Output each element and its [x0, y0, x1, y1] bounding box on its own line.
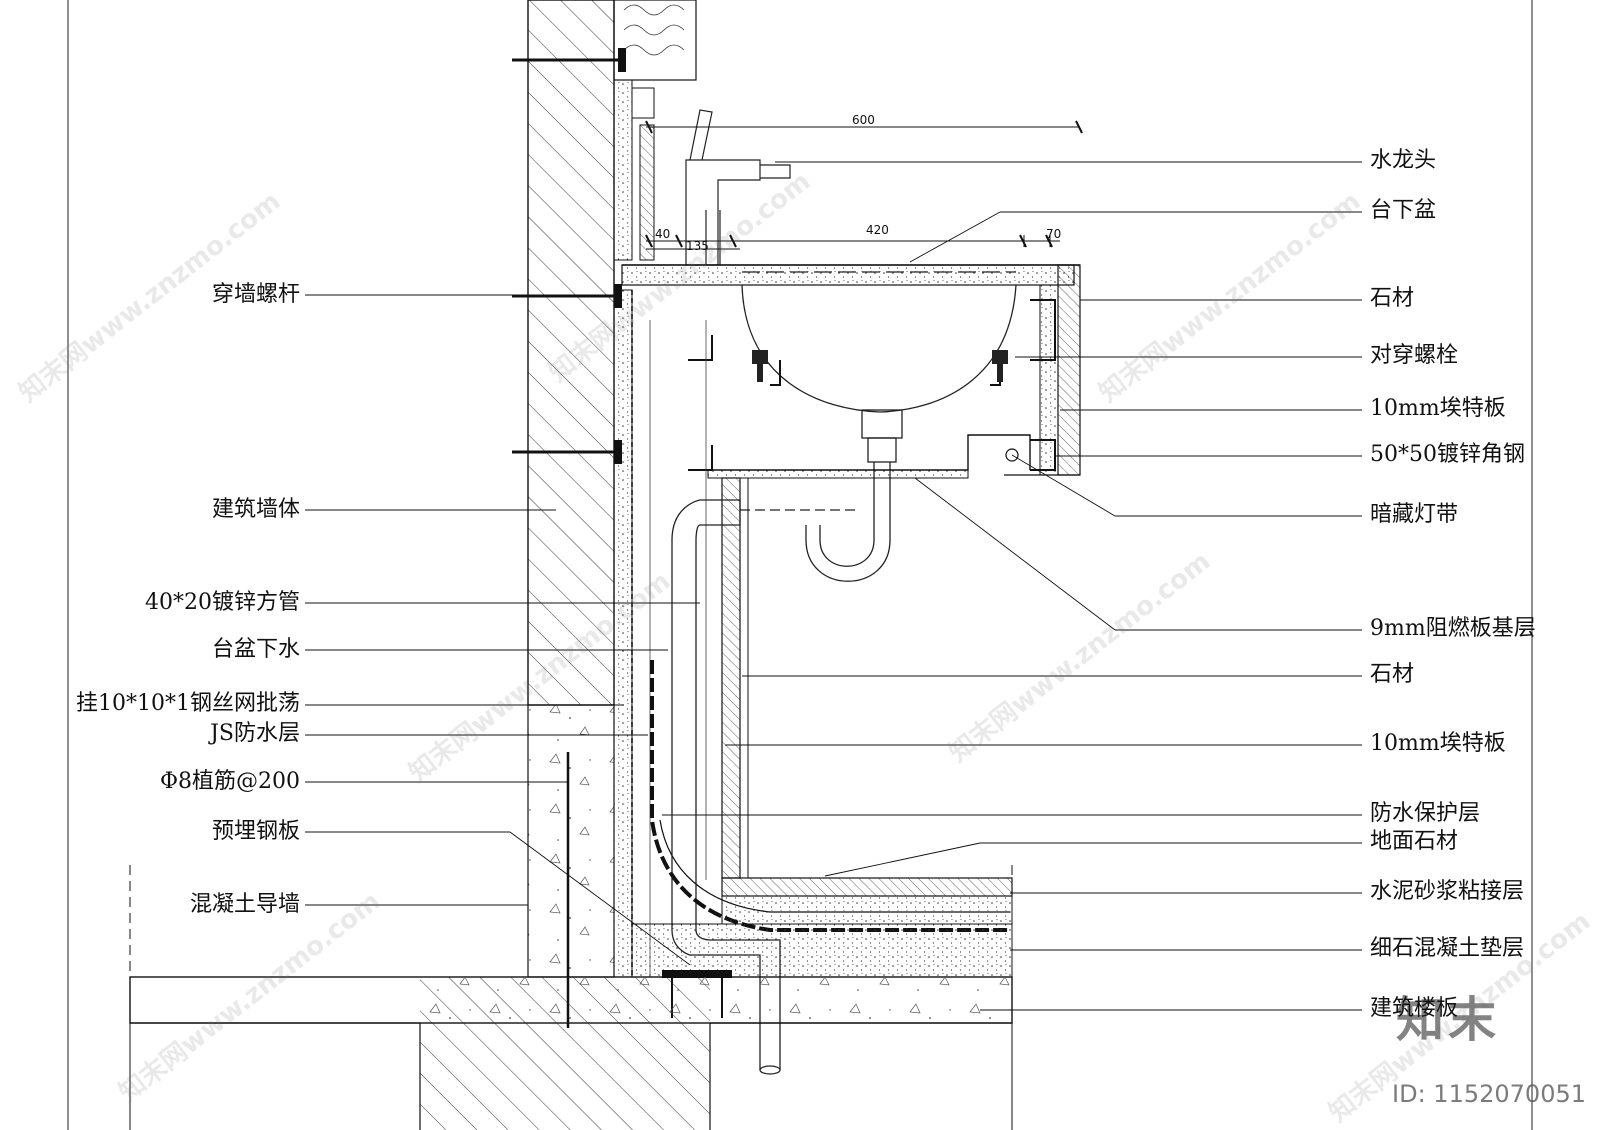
label-basin-drain: 台盆下水 [211, 637, 300, 662]
label-embedded-plate: 预埋钢板 [211, 819, 300, 844]
label-board-top: 10mm埃特板 [1370, 396, 1506, 421]
label-js-waterproof: JS防水层 [210, 721, 300, 746]
dim-40: 40 [655, 227, 671, 241]
label-floor-stone: 地面石材 [1370, 829, 1459, 854]
through-bolts [752, 350, 1008, 382]
floor-layers [631, 877, 1013, 978]
brand-watermark: 知末 [1395, 992, 1500, 1048]
label-undermount-basin: 台下盆 [1370, 198, 1437, 223]
label-angle-steel: 50*50镀锌角钢 [1370, 442, 1525, 467]
label-mortar: 水泥砂浆粘接层 [1370, 879, 1525, 904]
label-through-bolt: 对穿螺栓 [1370, 343, 1459, 368]
building-wall [527, 0, 615, 706]
id-watermark: ID: 1152070051 [1392, 1080, 1586, 1108]
label-faucet: 水龙头 [1370, 148, 1437, 173]
undermount-basin [740, 271, 1017, 582]
leaders-right [662, 161, 1362, 1011]
leaders-left [305, 294, 700, 966]
label-fine-concrete: 细石混凝土垫层 [1370, 936, 1525, 961]
label-building-wall: 建筑墙体 [211, 497, 300, 522]
label-rebar: Φ8植筋@200 [159, 769, 300, 794]
label-fire-board: 9mm阻燃板基层 [1370, 616, 1536, 641]
cabinet-side [649, 320, 749, 977]
plaster-layer [613, 289, 633, 978]
concrete-guide-wall [527, 704, 615, 978]
cabinet-shelf [707, 434, 1031, 479]
label-board-side: 10mm埃特板 [1370, 731, 1506, 756]
label-wire-mesh: 挂10*10*1钢丝网批荡 [76, 691, 300, 716]
vanity-countertop [621, 264, 1081, 476]
label-hidden-light: 暗藏灯带 [1370, 502, 1459, 527]
angle-steel-brackets [688, 299, 1056, 471]
dim-135: 135 [686, 239, 709, 253]
floor-slab [129, 865, 1013, 1130]
dim-70: 70 [1046, 227, 1062, 241]
dim-600: 600 [852, 113, 875, 127]
label-floor-slab: 建筑楼板 [1370, 996, 1459, 1021]
label-wp-protect: 防水保护层 [1370, 801, 1481, 826]
through-wall-rods [512, 48, 626, 464]
label-concrete-guide-wall: 混凝土导墙 [189, 892, 300, 917]
label-through-wall-rod: 穿墙螺杆 [211, 282, 300, 307]
label-stone-side: 石材 [1370, 662, 1415, 687]
label-stone-top: 石材 [1370, 286, 1415, 311]
label-square-tube: 40*20镀锌方管 [145, 590, 300, 615]
upper-wall-panel [613, 0, 697, 261]
dim-420: 420 [866, 223, 889, 237]
dimension-lines [645, 120, 1083, 250]
